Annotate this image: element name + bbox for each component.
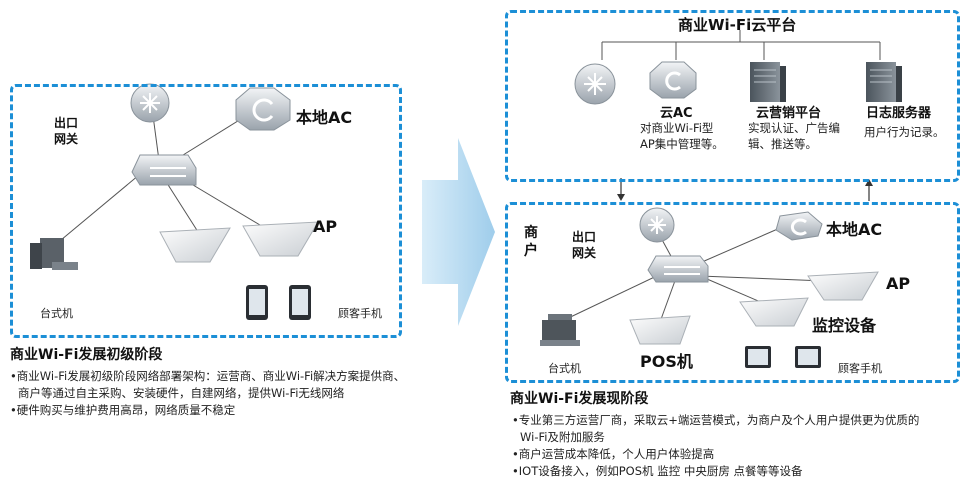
log-server-icon (866, 62, 902, 102)
pos-ap-icon (629, 315, 691, 345)
cloud-ac-icon (649, 61, 697, 99)
right-ap-label: AP (886, 274, 911, 293)
left-stage-title: 商业Wi-Fi发展初级阶段 (10, 347, 163, 363)
merchant-network-box (505, 202, 960, 383)
left-ap-label: AP (313, 217, 338, 236)
left-phone-label: 顾客手机 (338, 307, 382, 320)
right-switch-icon (647, 255, 709, 283)
right-desktop-icon (540, 314, 580, 346)
right-bullet-2: •商户运营成本降低，个人用户体验提高 (512, 447, 715, 461)
left-ap-icon-1 (159, 227, 231, 263)
right-gateway-label-1: 出口 (572, 230, 597, 244)
pos-label: POS机 (640, 352, 693, 371)
log-server-label: 日志服务器 (866, 106, 932, 121)
up-arrow-icon (865, 179, 873, 201)
right-ap-icon (807, 271, 879, 301)
cloud-ac-label: 云AC (660, 106, 693, 121)
right-bullet-1: •专业第三方运营厂商，采取云+端运营模式，为商户及个人用户提供更为优质的Wi-F… (512, 413, 920, 444)
merchant-label-2: 户 (524, 243, 538, 259)
right-phone-label: 顾客手机 (838, 362, 882, 375)
marketing-server-icon (750, 62, 786, 102)
left-desktop-icon (30, 238, 78, 270)
left-bullet-list: •商业Wi-Fi发展初级阶段网络部署架构：运营商、商业Wi-Fi解决方案提供商、… (10, 368, 406, 419)
right-desktop-label: 台式机 (548, 362, 581, 375)
marketing-desc: 实现认证、广告编 辑、推送等。 (748, 120, 840, 152)
right-phone-icons (745, 346, 821, 368)
cloud-ac-desc: 对商业Wi-Fi型 AP集中管理等。 (640, 120, 724, 152)
left-desktop-label: 台式机 (40, 307, 73, 320)
marketing-desc-line-1: 实现认证、广告编 (748, 121, 840, 135)
left-ap-icon-2 (242, 221, 319, 257)
cloud-ac-desc-line-2: AP集中管理等。 (640, 137, 724, 151)
right-bullet-3: •IOT设备接入，例如POS机 监控 中央厨房 点餐等等设备 (512, 464, 803, 478)
cloud-router-icon (574, 63, 616, 105)
right-local-ac-icon (775, 211, 823, 241)
transition-arrow (422, 138, 495, 326)
left-phone-icons (246, 285, 311, 320)
right-router-icon (639, 207, 675, 243)
left-gateway-label-1: 出口 (54, 116, 79, 130)
monitor-device-label: 监控设备 (812, 316, 877, 335)
right-local-ac-label: 本地AC (826, 220, 883, 239)
left-local-ac-label: 本地AC (296, 108, 353, 127)
left-local-ac-icon (235, 87, 291, 131)
cloud-platform-title: 商业Wi-Fi云平台 (678, 16, 797, 34)
right-stage-title: 商业Wi-Fi发展现阶段 (510, 391, 649, 407)
left-network-box (10, 84, 402, 338)
marketing-desc-line-2: 辑、推送等。 (748, 137, 817, 151)
cloud-tree (601, 30, 881, 60)
left-gateway-label-2: 网关 (54, 132, 79, 146)
log-server-desc: 用户行为记录。 (864, 125, 945, 139)
left-bullet-2: •硬件购买与维护费用高昂，网络质量不稳定 (10, 403, 236, 417)
cloud-ac-desc-line-1: 对商业Wi-Fi型 (640, 121, 714, 135)
right-gateway-label-2: 网关 (572, 246, 597, 260)
left-switch-icon (131, 154, 197, 186)
cloud-platform-box (505, 10, 960, 182)
merchant-label-1: 商 (524, 225, 538, 241)
left-bullet-1: •商业Wi-Fi发展初级阶段网络部署架构：运营商、商业Wi-Fi解决方案提供商、… (10, 369, 406, 400)
marketing-platform-label: 云营销平台 (756, 106, 822, 121)
monitor-ap-icon (739, 297, 809, 327)
right-bullet-list: •专业第三方运营厂商，采取云+端运营模式，为商户及个人用户提供更为优质的Wi-F… (512, 412, 922, 480)
